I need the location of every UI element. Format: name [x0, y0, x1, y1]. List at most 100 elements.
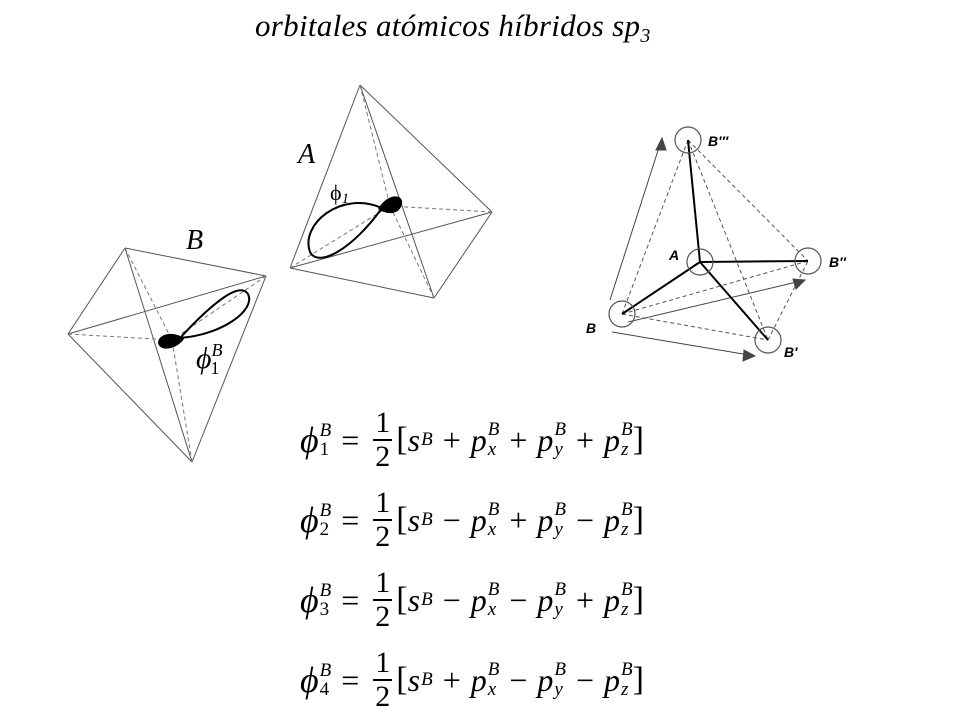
label-B-right: B — [586, 320, 596, 336]
term-base: p — [537, 421, 554, 458]
term-sub: z — [621, 519, 629, 540]
term-base: s — [407, 661, 421, 698]
formula-open-bracket: [ — [396, 421, 408, 458]
dashed-edge — [621, 139, 689, 315]
term-base: p — [470, 501, 487, 538]
term-sup: B — [487, 659, 500, 680]
term-sub: x — [487, 679, 497, 700]
formula-lhs: ϕ — [300, 660, 319, 700]
label-A-left: A — [296, 139, 316, 170]
tetra-A-edge — [289, 84, 361, 269]
formula-lhs-sup: B — [319, 660, 332, 681]
term-sup: B — [421, 589, 433, 610]
label-B-left: B — [186, 225, 203, 256]
formula-lhs-sub: 1 — [319, 439, 330, 460]
formula-lhs: ϕ — [300, 420, 319, 460]
atom-Bp-circle — [754, 326, 782, 354]
term-sup: B — [487, 499, 500, 520]
term-scripts: B — [421, 590, 433, 610]
term-sub: y — [554, 439, 563, 460]
formula-lhs-sub: 3 — [319, 599, 330, 620]
formula-denominator: 2 — [375, 600, 391, 633]
formula-numerator: 1 — [373, 566, 393, 601]
orbital-B-lobe-large — [177, 289, 251, 340]
title-subscript: 3 — [640, 25, 651, 47]
formula-lhs: ϕ — [300, 500, 319, 540]
formula-open-bracket: [ — [396, 661, 408, 698]
orbital-A-lobe-large — [307, 202, 384, 259]
dashed-edge — [621, 260, 809, 315]
term-sup: B — [554, 499, 566, 520]
tetra-A-edge — [359, 84, 493, 213]
dashed-edge — [687, 139, 769, 341]
label-phi1-B-sup: B — [212, 340, 223, 360]
formula-close-bracket: ] — [632, 581, 644, 618]
term-sup: B — [554, 579, 566, 600]
term-base: p — [537, 661, 554, 698]
term-sup: B — [487, 579, 500, 600]
term-base: p — [537, 501, 554, 538]
dashed-edge — [621, 313, 769, 341]
term-base: p — [470, 581, 487, 618]
tetra-A-edge — [289, 211, 493, 269]
formula-close-bracket: ] — [632, 661, 644, 698]
term-sup: B — [421, 669, 433, 690]
term-sup: B — [554, 659, 566, 680]
dashed-edge — [687, 139, 809, 262]
orbital-A-lobe-small — [378, 196, 403, 214]
atom-A-circle — [686, 248, 714, 276]
axis-arrow-right — [611, 331, 756, 357]
formula-numerator: 1 — [373, 486, 393, 521]
term-sub: x — [487, 519, 497, 540]
term-sup: B — [621, 419, 633, 440]
arrowhead — [742, 349, 757, 362]
bond-to-Bppp — [687, 139, 701, 263]
formula-denominator: 2 — [375, 680, 391, 713]
term-base: p — [537, 581, 554, 618]
label-phi1-B-sub: 1 — [211, 358, 220, 378]
atom-Bpp-circle — [794, 247, 822, 275]
term-sign: − — [442, 581, 461, 618]
tetrahedron-A — [289, 84, 493, 299]
tetra-B-dashed — [67, 333, 173, 341]
term-base: p — [604, 501, 621, 538]
formula-open-bracket: [ — [396, 581, 408, 618]
formula-numerator: 1 — [373, 406, 393, 441]
tetra-B-edge — [67, 333, 193, 463]
term-base: p — [604, 581, 621, 618]
term-base: s — [407, 501, 421, 538]
term-base: p — [604, 661, 621, 698]
term-sign: − — [442, 501, 461, 538]
tetrahedron-B — [67, 247, 267, 463]
term-sup: B — [621, 499, 633, 520]
bond-to-Bpp — [699, 260, 809, 263]
term-sub: x — [487, 599, 497, 620]
dashed-edge — [767, 260, 809, 341]
